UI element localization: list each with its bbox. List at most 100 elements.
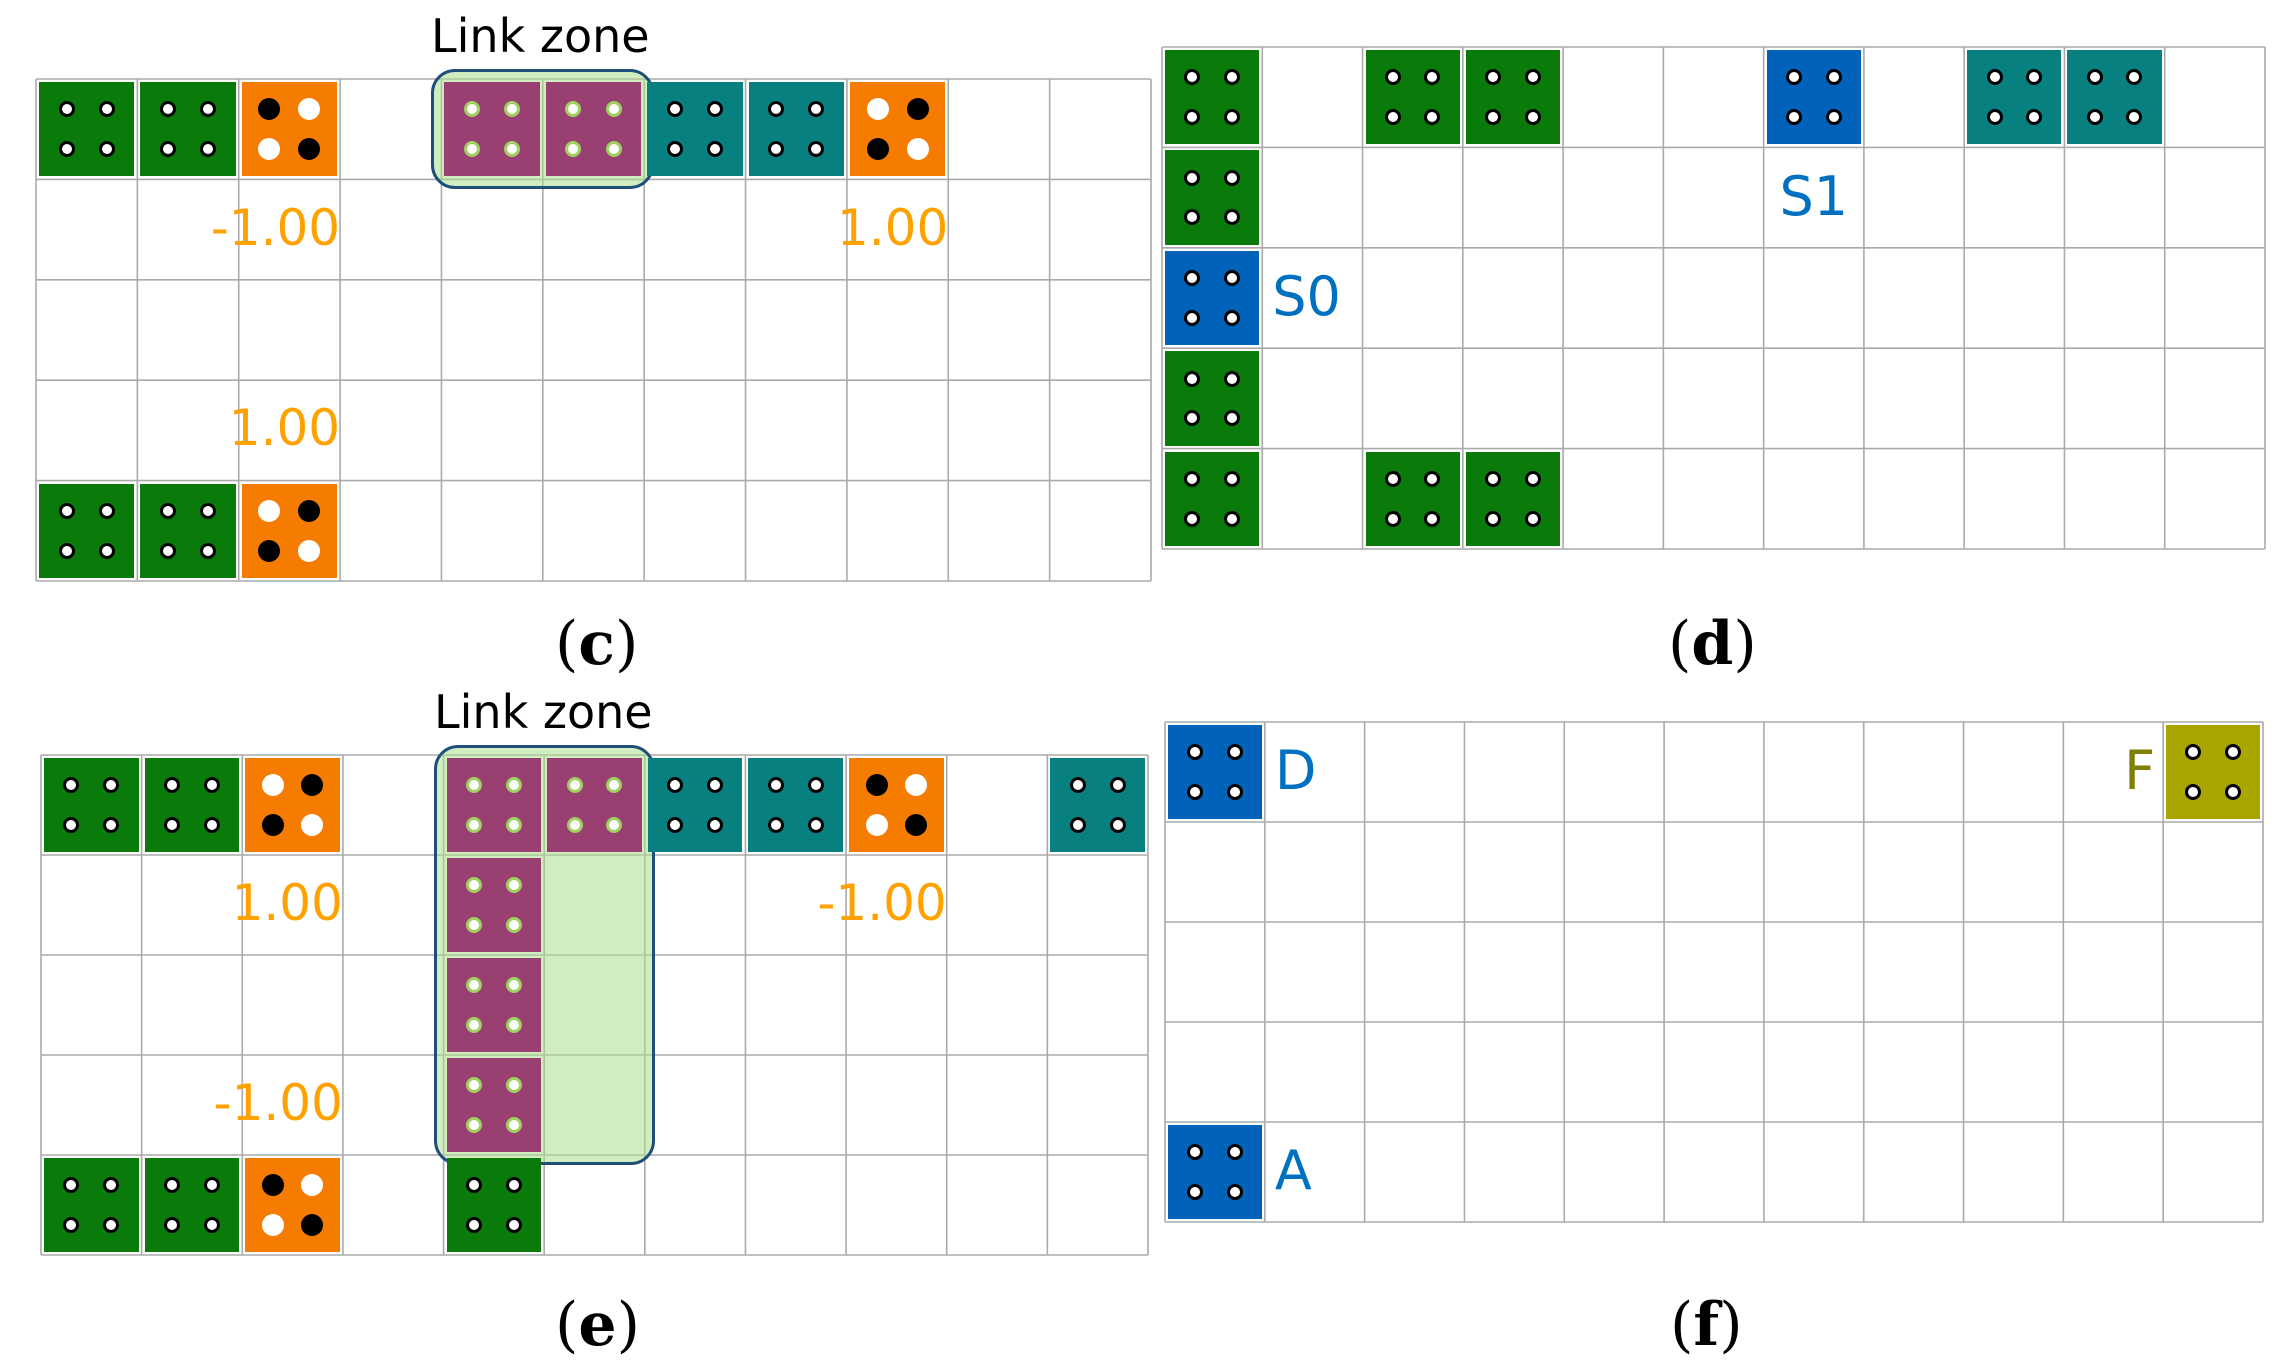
pin-dot: [258, 98, 281, 121]
pin-dot: [1424, 109, 1441, 126]
pin-dot: [1485, 510, 1502, 527]
pin-dot: [203, 777, 220, 794]
pin-dot: [298, 138, 321, 161]
pin-dot: [1223, 69, 1240, 86]
pin-dot: [58, 502, 75, 519]
green-block: [140, 483, 236, 578]
pin-dot: [505, 1016, 522, 1033]
pin-dot: [866, 138, 889, 161]
pin-dot: [1184, 370, 1201, 387]
pin-dot: [1384, 510, 1401, 527]
weight-value: 1.00: [836, 198, 949, 257]
pin-dot: [63, 777, 80, 794]
pin-dot: [465, 1216, 482, 1233]
pin-dot: [261, 813, 284, 836]
purple-block: [446, 858, 542, 952]
pin-dot: [505, 877, 522, 894]
pin-dot: [2086, 69, 2103, 86]
purple-block: [547, 758, 642, 852]
pin-dot: [98, 141, 115, 158]
pin-dot: [160, 101, 176, 118]
pin-dot: [164, 816, 181, 833]
pin-dot: [807, 777, 824, 794]
pin-dot: [1424, 69, 1441, 86]
green-block: [39, 82, 135, 177]
pin-dot: [1785, 109, 1802, 126]
pin-dot: [261, 1213, 284, 1236]
pin-dot: [1384, 69, 1401, 86]
weight-value: -1.00: [210, 198, 341, 257]
pin-dot: [298, 499, 321, 522]
pin-dot: [1226, 783, 1243, 800]
teal-block: [647, 758, 743, 852]
pin-dot: [906, 98, 929, 121]
pin-dot: [605, 101, 622, 118]
pin-dot: [1986, 69, 2003, 86]
pin-dot: [1184, 169, 1201, 186]
green-block: [1465, 451, 1561, 546]
pin-dot: [2224, 783, 2241, 800]
pin-dot: [203, 1216, 220, 1233]
pin-dot: [666, 141, 683, 158]
pin-dot: [1986, 109, 2003, 126]
pin-dot: [1109, 816, 1126, 833]
pin-dot: [298, 539, 321, 562]
orange-block: [241, 82, 338, 177]
pin-dot: [200, 101, 217, 118]
teal-block: [1967, 50, 2062, 145]
pin-dot: [1223, 470, 1240, 487]
pin-dot: [298, 98, 321, 121]
pin-dot: [504, 141, 521, 158]
pin-dot: [465, 1016, 482, 1033]
pin-dot: [1187, 783, 1204, 800]
pin-dot: [103, 1177, 120, 1194]
pin-dot: [767, 777, 784, 794]
green-block: [39, 483, 135, 578]
pin-dot: [164, 777, 181, 794]
pin-dot: [605, 141, 622, 158]
purple-block: [446, 758, 542, 852]
pin-dot: [905, 774, 928, 797]
pin-dot: [666, 101, 683, 118]
purple-block: [446, 958, 542, 1052]
pin-dot: [261, 774, 284, 797]
pin-dot: [1223, 370, 1240, 387]
pin-dot: [1226, 744, 1243, 761]
pin-dot: [465, 877, 482, 894]
pin-dot: [566, 816, 583, 833]
pin-dot: [1184, 209, 1201, 226]
pin-dot: [707, 816, 723, 833]
green-block: [144, 758, 240, 852]
pin-dot: [200, 502, 217, 519]
pin-dot: [606, 777, 623, 794]
pin-dot: [200, 141, 217, 158]
green-block: [446, 1158, 542, 1252]
orange-block: [849, 82, 946, 177]
pin-dot: [301, 1174, 324, 1197]
pin-dot: [2224, 744, 2241, 761]
pin-dot: [566, 777, 583, 794]
weight-value: 1.00: [231, 874, 343, 932]
green-block: [1365, 451, 1460, 546]
pin-dot: [905, 813, 928, 836]
pin-dot: [865, 774, 888, 797]
pin-dot: [58, 141, 75, 158]
node-label: A: [1274, 1139, 1312, 1202]
pin-dot: [164, 1177, 181, 1194]
pin-dot: [258, 539, 281, 562]
pin-dot: [465, 816, 482, 833]
pin-dot: [465, 977, 482, 994]
pin-dot: [58, 542, 75, 559]
pin-dot: [1785, 69, 1802, 86]
pin-dot: [1226, 1183, 1243, 1200]
pin-dot: [706, 101, 723, 118]
pin-dot: [160, 542, 176, 559]
teal-block: [2067, 50, 2162, 145]
pin-dot: [1187, 1144, 1204, 1161]
weight-value: -1.00: [213, 1074, 343, 1132]
pin-dot: [2185, 783, 2202, 800]
purple-block: [444, 82, 540, 177]
caption-d: (d): [1668, 609, 1757, 679]
pin-dot: [707, 777, 723, 794]
